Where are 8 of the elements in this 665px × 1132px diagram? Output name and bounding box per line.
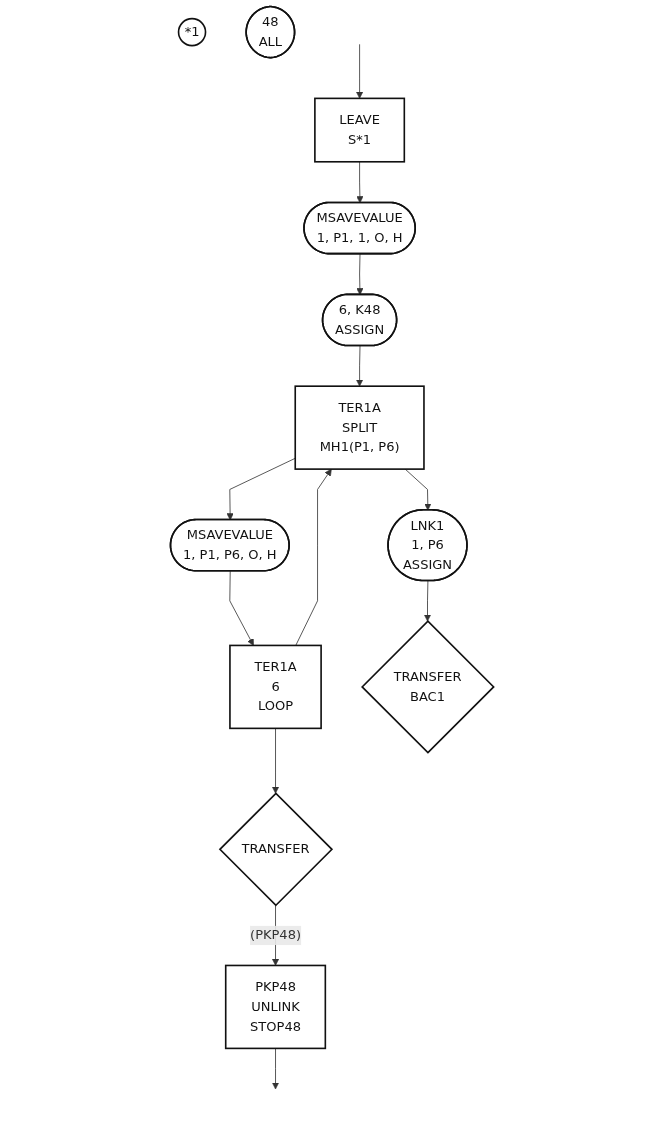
node-box: PKP48 UNLINK STOP48 bbox=[225, 964, 327, 1050]
node-diamond: TRANSFER bbox=[219, 792, 334, 907]
node-circle: *1 bbox=[178, 17, 207, 47]
node-box: LEAVE S*1 bbox=[314, 97, 406, 163]
node-box: TER1A SPLIT MH1(P1, P6) bbox=[294, 385, 426, 470]
node-diamond: TRANSFER BAC1 bbox=[361, 620, 496, 754]
edge-label: (PKP48) bbox=[250, 927, 302, 943]
node-box: TER1A 6 LOOP bbox=[229, 644, 323, 730]
